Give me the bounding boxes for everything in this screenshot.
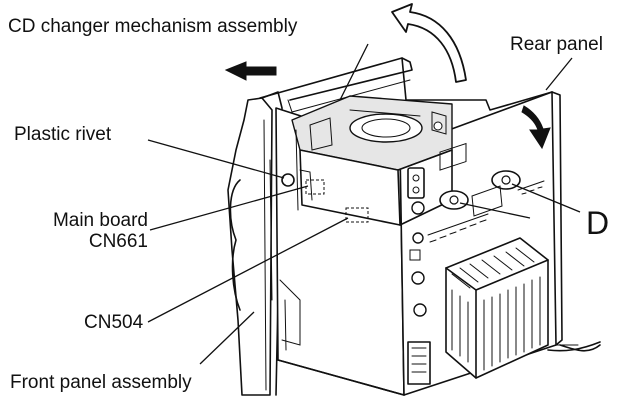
leader-cd-changer	[339, 43, 369, 101]
label-main-board-line1: Main board	[52, 210, 148, 231]
curved-arrow-up-icon	[391, 3, 467, 83]
leader-plastic-rivet	[147, 139, 285, 179]
label-plastic-rivet: Plastic rivet	[14, 124, 112, 145]
label-main-board: Main board CN661	[30, 210, 148, 252]
leader-front-panel	[199, 311, 255, 365]
label-d-marker: D	[586, 205, 610, 241]
label-rear-panel: Rear panel	[510, 34, 603, 55]
label-front-panel: Front panel assembly	[10, 372, 192, 393]
label-main-board-line2: CN661	[88, 231, 148, 252]
cd-changer-mechanism	[291, 95, 453, 226]
leader-d-2	[511, 183, 581, 213]
plastic-rivet-part	[281, 173, 295, 187]
arrow-left-icon	[224, 61, 277, 81]
leader-rear-panel	[545, 57, 573, 91]
label-cn504: CN504	[84, 312, 144, 333]
leader-main-board	[149, 185, 309, 231]
curved-arrow-down-icon	[521, 105, 551, 150]
transformer-block	[445, 237, 601, 379]
leader-cn504	[147, 217, 349, 323]
label-cd-changer: CD changer mechanism assembly	[8, 16, 298, 37]
cn504-connector	[345, 207, 369, 223]
leader-d-1	[459, 202, 531, 219]
